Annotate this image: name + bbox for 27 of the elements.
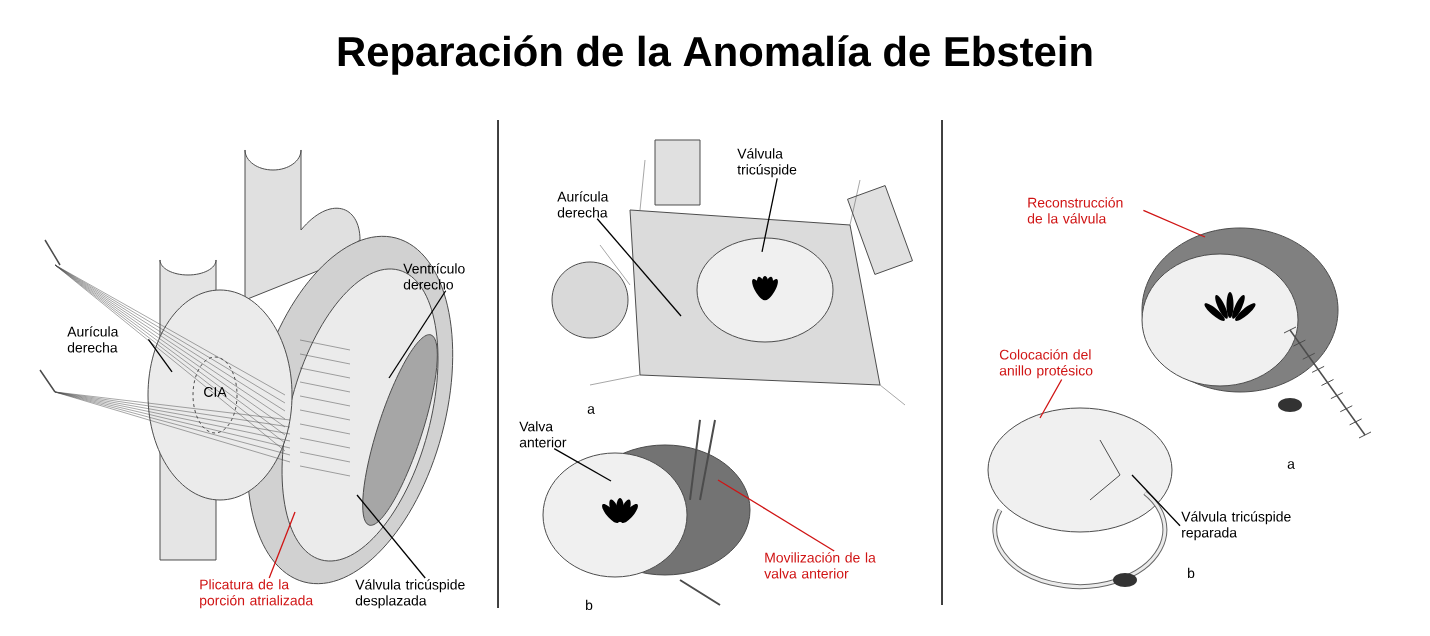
leader-line (717, 479, 835, 552)
atrium-exposure-drawing (551, 139, 913, 406)
leader-label: Reconstrucción de la válvula (1027, 197, 1123, 224)
panel-letter: a (1287, 461, 1295, 469)
leader-line (553, 447, 612, 482)
leader-label: Movilización de la valva anterior (764, 552, 876, 579)
region-label: CIA (204, 387, 227, 397)
panel-letter: a (587, 406, 595, 414)
panel-letter: b (1188, 567, 1195, 579)
leader-label: Plicatura de la porción atrializada (200, 579, 314, 609)
panel-letter: b (586, 599, 593, 611)
leader-label: Valva anterior (519, 421, 567, 448)
leader-line (596, 218, 682, 317)
leader-line (1039, 378, 1063, 419)
leader-line (268, 511, 296, 579)
valve-reconstruction-drawing (1141, 227, 1372, 439)
leader-line (356, 494, 426, 579)
leader-line (1131, 474, 1181, 527)
leader-label: Válvula tricúspide desplazada (355, 579, 465, 609)
leader-label: Colocación del anillo protésico (999, 349, 1093, 379)
leader-line (761, 177, 778, 253)
leader-label: Válvula tricúspide reparada (1181, 511, 1291, 541)
leader-line (1142, 209, 1206, 238)
leader-label: Ventrículo derecho (403, 263, 465, 290)
prosthetic-ring-drawing (987, 407, 1173, 589)
title: Reparación de la Anomalía de Ebstein (338, 35, 1092, 75)
leader-line (388, 290, 447, 379)
